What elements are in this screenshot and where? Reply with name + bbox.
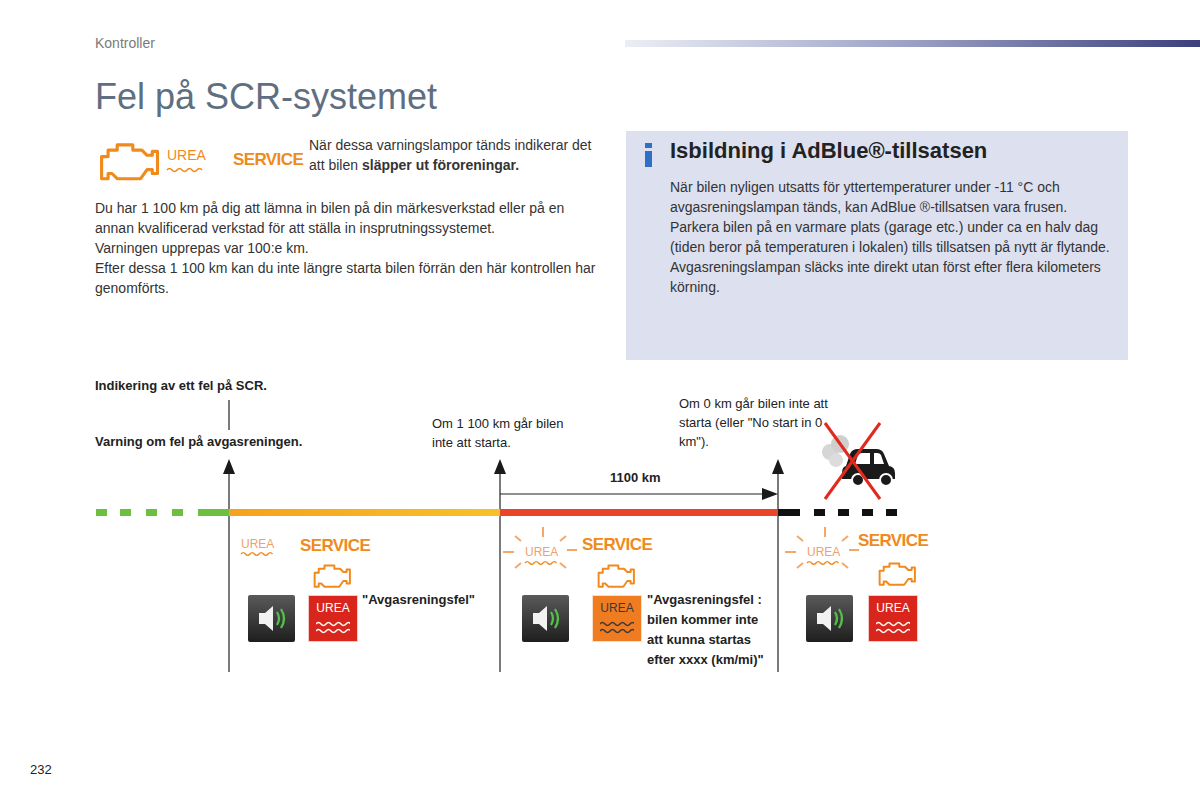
graphic-part	[806, 595, 853, 642]
graphic-part	[886, 509, 897, 516]
timeline-note: Om 0 km går bilen inte att starta (eller…	[679, 394, 829, 451]
graphic-part	[146, 509, 157, 516]
urea-lamp-text: UREA	[241, 537, 274, 552]
graphic-part	[228, 400, 229, 430]
info-box: Isbildning i AdBlue®-tillsatsenNär bilen…	[626, 131, 1128, 360]
graphic-part	[102, 145, 158, 179]
service-lamp-text: SERVICE	[582, 534, 652, 555]
graphic-part	[807, 562, 839, 565]
graphic-part	[778, 509, 800, 516]
wave-line	[316, 630, 350, 633]
instruction-paragraph: Du har 1 100 km på dig att lämna in bile…	[95, 198, 605, 298]
body-text: Du har 1 100 km på dig att lämna in bile…	[95, 198, 605, 238]
wave-line	[876, 623, 910, 626]
graphic-part	[762, 488, 778, 500]
timeline-arrowhead	[223, 459, 784, 474]
graphic-part	[599, 565, 634, 586]
urea-display: UREA	[868, 595, 918, 642]
graphic-part	[499, 470, 500, 672]
graphic-part	[172, 509, 183, 516]
graphic-part	[223, 459, 235, 474]
car-no-start-icon	[822, 423, 895, 499]
urea-lamp-text: UREA	[807, 545, 840, 560]
wave-line	[316, 623, 350, 626]
timeline-caption: Varning om fel på avgasreningen.	[95, 434, 302, 450]
graphic-part	[248, 595, 295, 642]
distance-label: 1100 km	[610, 470, 661, 486]
graphic-part	[494, 459, 506, 474]
graphic-part	[855, 453, 884, 464]
graphic-part	[241, 553, 273, 556]
warning-rays	[503, 527, 859, 568]
graphic-part	[785, 527, 859, 568]
page-title: Fel på SCR-systemet	[95, 76, 437, 118]
info-body: När bilen nyligen utsatts för yttertempe…	[670, 177, 1110, 257]
service-lamp-text: SERVICE	[300, 535, 370, 556]
display-message: "Avgasreningsfel"	[362, 592, 475, 608]
graphic-part	[500, 509, 778, 516]
urea-lamp-text: UREA	[167, 146, 206, 164]
urea-display-text: UREA	[309, 601, 357, 615]
urea-lamp-text: UREA	[525, 545, 558, 560]
display-message: "Avgasreningsfel : bilen kommer inte att…	[647, 590, 775, 670]
urea-display-text: UREA	[869, 601, 917, 615]
graphic-part	[838, 509, 849, 516]
section-header: Kontroller	[95, 34, 155, 52]
graphic-part	[880, 474, 892, 486]
urea-display-wave	[876, 620, 910, 636]
graphic-part	[522, 595, 569, 642]
graphic-part	[862, 509, 873, 516]
service-lamp-text: SERVICE	[233, 149, 303, 170]
graphic-part	[315, 565, 350, 586]
info-body: Avgasreningslampan släcks inte direkt ut…	[670, 257, 1110, 297]
graphic-part	[198, 509, 229, 516]
service-lamp-text: SERVICE	[858, 530, 928, 551]
urea-display-wave	[316, 620, 350, 636]
graphic-part	[829, 453, 843, 467]
graphic-part	[777, 470, 778, 672]
wave-line	[600, 623, 634, 626]
graphic-part	[772, 459, 784, 474]
graphic-part	[96, 509, 107, 516]
graphic-part	[503, 527, 577, 568]
speaker-icon	[248, 595, 853, 642]
graphic-part	[228, 470, 229, 672]
graphic-part	[825, 423, 880, 499]
graphic-part	[525, 562, 557, 565]
wave-line	[876, 630, 910, 633]
intro-paragraph: När dessa varningslampor tänds indikerar…	[309, 135, 609, 175]
urea-display-text: UREA	[593, 601, 641, 615]
status-bar	[96, 509, 897, 516]
graphic-part	[880, 563, 915, 584]
graphic-part	[825, 423, 880, 499]
wave-line	[600, 630, 634, 633]
graphic-part	[500, 493, 764, 494]
header-bar	[625, 40, 1200, 47]
timeline-caption: Indikering av ett fel på SCR.	[95, 378, 267, 394]
timeline-note: Om 1 100 km går bilen inte att starta.	[432, 414, 572, 452]
page-number: 232	[30, 762, 52, 778]
body-text-bold: släpper ut föroreningar.	[362, 157, 519, 173]
info-icon-dot	[645, 143, 652, 148]
graphic-part	[167, 169, 202, 172]
urea-display: UREA	[308, 595, 358, 642]
body-text: Efter dessa 1 100 km kan du inte längre …	[95, 258, 605, 298]
body-text: Varningen upprepas var 100:e km.	[95, 238, 605, 258]
info-heading: Isbildning i AdBlue®-tillsatsen	[670, 137, 1110, 165]
graphic-part	[229, 509, 500, 516]
graphic-part	[814, 509, 825, 516]
info-icon-stem	[645, 151, 652, 167]
distance-arrow	[500, 488, 778, 500]
urea-display: UREA	[592, 595, 642, 642]
graphic-part	[120, 509, 131, 516]
urea-display-wave	[600, 620, 634, 636]
info-icon	[642, 143, 656, 167]
